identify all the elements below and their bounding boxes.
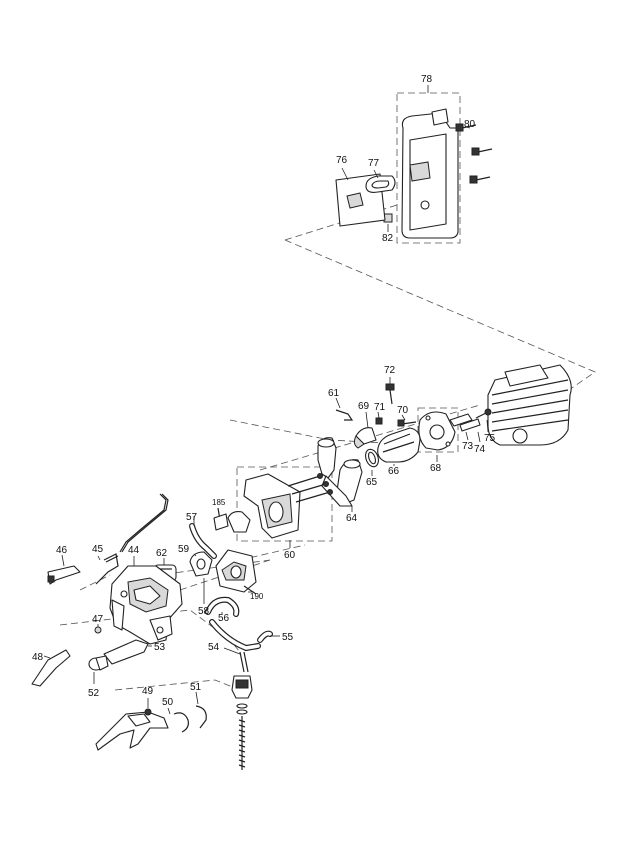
label-48: 48 bbox=[32, 652, 44, 663]
impulse-nipple bbox=[355, 427, 377, 445]
label-82: 82 bbox=[382, 233, 394, 244]
adapter-screw bbox=[475, 408, 492, 419]
cylinder-body bbox=[487, 364, 572, 446]
choke-knob bbox=[88, 655, 109, 684]
carburetor-frame bbox=[243, 473, 333, 548]
label-49: 49 bbox=[142, 686, 154, 697]
label-45: 45 bbox=[92, 544, 104, 555]
handle-lever-group bbox=[95, 691, 207, 751]
label-57: 57 bbox=[186, 512, 198, 523]
throttle-trigger bbox=[31, 649, 71, 687]
label-44: 44 bbox=[128, 545, 140, 556]
muffler-outlet bbox=[409, 161, 431, 182]
label-70: 70 bbox=[397, 405, 409, 416]
muffler-assembly bbox=[335, 85, 493, 239]
intake-adapter-group bbox=[397, 408, 492, 462]
trigger-lockout bbox=[103, 639, 152, 665]
muffler-bolt-hole bbox=[420, 200, 430, 210]
screw-80-c bbox=[469, 175, 491, 184]
rear-handle-housing bbox=[109, 556, 183, 645]
part-47 bbox=[94, 624, 102, 634]
label-80: 80 bbox=[464, 119, 476, 130]
label-75: 75 bbox=[484, 433, 496, 444]
carburetor-cover bbox=[227, 511, 251, 533]
intake-boot-group bbox=[335, 397, 421, 476]
exhaust-gasket-inner bbox=[371, 180, 390, 189]
screw-80-a bbox=[455, 123, 477, 132]
intake-boot bbox=[377, 427, 421, 463]
fuel-pickup bbox=[223, 635, 280, 770]
part-number-labels: 78 80 76 77 82 72 61 69 71 70 73 74 75 6… bbox=[32, 74, 496, 708]
throttle-rod bbox=[119, 493, 167, 553]
label-78: 78 bbox=[421, 74, 433, 85]
carburetor bbox=[215, 549, 257, 595]
muffler-front-panel bbox=[409, 133, 447, 231]
label-58: 58 bbox=[198, 606, 210, 617]
lockout-53 bbox=[103, 639, 149, 665]
label-52: 52 bbox=[88, 688, 100, 699]
label-73: 73 bbox=[462, 441, 474, 452]
label-59: 59 bbox=[178, 544, 190, 555]
label-68: 68 bbox=[430, 463, 442, 474]
label-77: 77 bbox=[368, 158, 380, 169]
hose-clip bbox=[335, 409, 354, 421]
throttle-rod-group bbox=[47, 493, 169, 585]
adapter-screw-70 bbox=[397, 419, 417, 427]
label-54: 54 bbox=[208, 642, 220, 653]
choke-rod bbox=[95, 553, 119, 585]
label-71: 71 bbox=[374, 402, 386, 413]
label-55: 55 bbox=[282, 632, 294, 643]
label-51: 51 bbox=[190, 682, 202, 693]
intake-gasket bbox=[449, 413, 473, 427]
muffler-spark-screen bbox=[431, 108, 449, 126]
insulator-plate bbox=[459, 418, 481, 432]
frame-bolts bbox=[287, 473, 333, 503]
label-56: 56 bbox=[218, 613, 230, 624]
intake-adapter-port bbox=[429, 424, 445, 440]
label-62: 62 bbox=[156, 548, 168, 559]
label-190: 190 bbox=[250, 592, 264, 601]
cylinder-head bbox=[504, 364, 549, 387]
part-185 bbox=[213, 507, 229, 531]
trigger-48 bbox=[31, 649, 71, 687]
cylinder-port bbox=[512, 428, 528, 444]
label-65: 65 bbox=[366, 477, 378, 488]
label-69: 69 bbox=[358, 401, 370, 412]
label-53: 53 bbox=[154, 642, 166, 653]
label-74: 74 bbox=[474, 444, 486, 455]
impulse-hose-group bbox=[189, 516, 217, 604]
intake-manifold-64 bbox=[317, 437, 363, 512]
fuel-hose bbox=[205, 596, 273, 652]
label-66: 66 bbox=[388, 466, 400, 477]
label-72: 72 bbox=[384, 365, 396, 376]
spacer-71 bbox=[375, 417, 383, 425]
label-47: 47 bbox=[92, 614, 104, 625]
label-64: 64 bbox=[346, 513, 358, 524]
spring-51 bbox=[173, 712, 189, 733]
label-61: 61 bbox=[328, 388, 340, 399]
label-50: 50 bbox=[162, 697, 174, 708]
label-46: 46 bbox=[56, 545, 68, 556]
label-60: 60 bbox=[284, 550, 296, 561]
label-76: 76 bbox=[336, 155, 348, 166]
screw-72 bbox=[385, 377, 395, 405]
label-185: 185 bbox=[212, 498, 226, 507]
cylinder bbox=[487, 364, 572, 446]
muffler-gasket-port bbox=[346, 192, 364, 209]
pin-49 bbox=[144, 708, 152, 716]
screw-80-b bbox=[471, 147, 493, 156]
